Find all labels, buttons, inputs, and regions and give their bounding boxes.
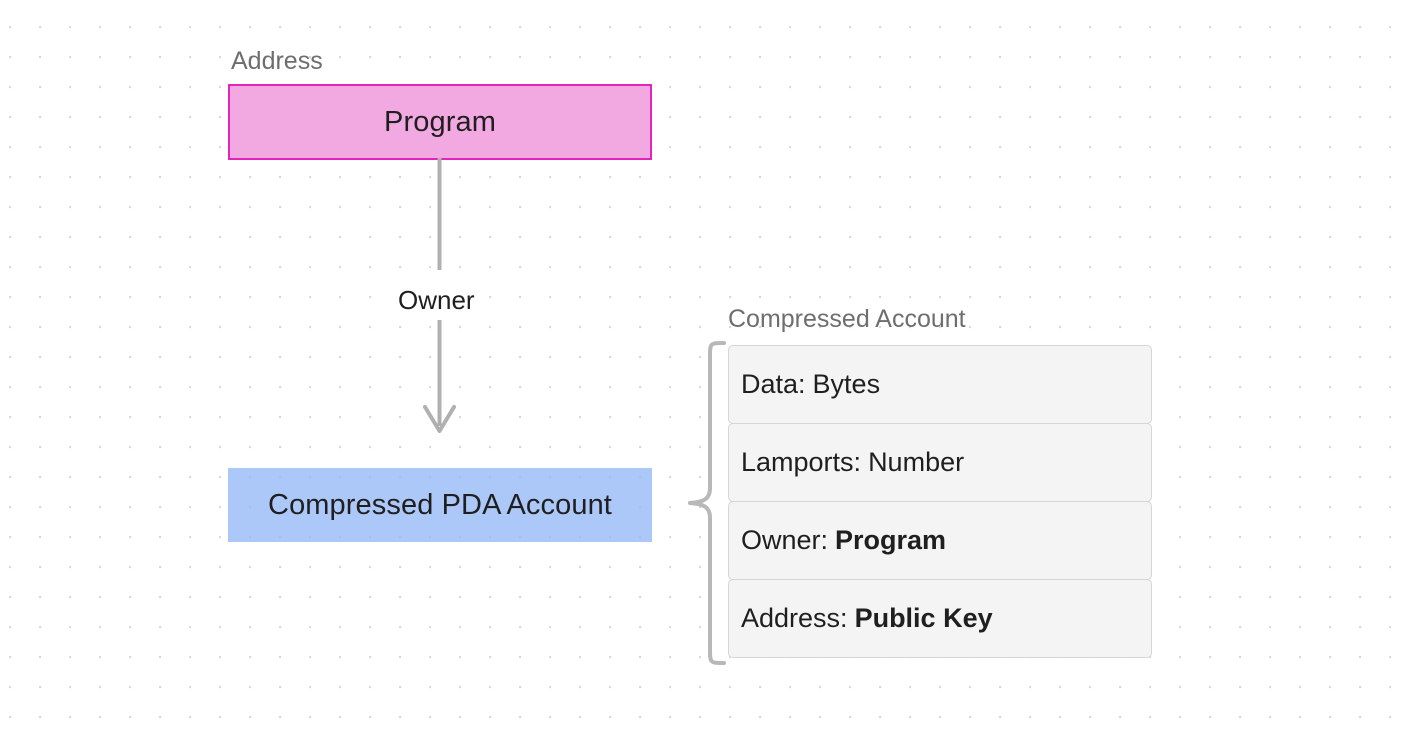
curly-brace-icon: [688, 341, 726, 665]
compressed-account-field-list: Data: Bytes Lamports: Number Owner: Prog…: [728, 345, 1152, 658]
field-row[interactable]: Lamports: Number: [728, 423, 1152, 502]
field-key: Address:: [741, 603, 848, 633]
field-value: Program: [835, 525, 947, 555]
program-node-caption: Address: [231, 47, 323, 75]
node-program-label: Program: [384, 105, 496, 138]
node-compressed-pda-account[interactable]: Compressed PDA Account: [228, 468, 652, 542]
field-value: Public Key: [854, 603, 993, 633]
owner-connector-arrow: [423, 158, 456, 433]
field-row[interactable]: Address: Public Key: [728, 579, 1152, 658]
node-program[interactable]: Program: [228, 84, 652, 160]
field-key: Lamports:: [741, 447, 862, 477]
field-key: Owner:: [741, 525, 829, 555]
field-value: Number: [868, 447, 965, 477]
edge-label-owner: Owner: [392, 285, 481, 316]
field-row[interactable]: Owner: Program: [728, 501, 1152, 580]
field-row[interactable]: Data: Bytes: [728, 345, 1152, 424]
field-value: Bytes: [812, 369, 881, 399]
compressed-account-caption: Compressed Account: [728, 305, 966, 333]
field-key: Data:: [741, 369, 806, 399]
node-compressed-pda-account-label: Compressed PDA Account: [268, 488, 612, 521]
